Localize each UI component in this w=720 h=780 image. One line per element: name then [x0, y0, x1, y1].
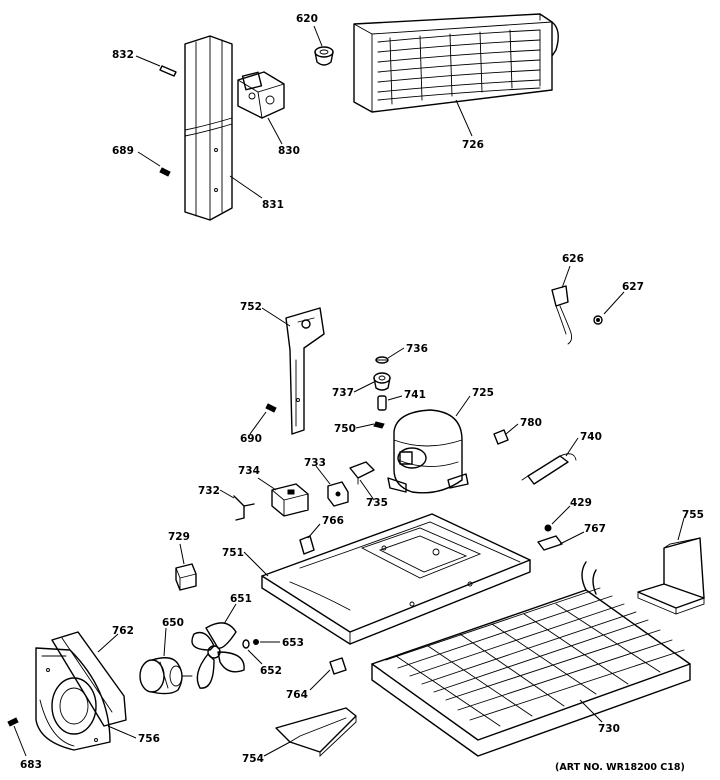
- label-832: 832: [112, 49, 134, 61]
- part-650-fan-motor: [139, 657, 193, 695]
- part-735-clip: [349, 461, 375, 485]
- part-651-fan-blade: [191, 622, 245, 689]
- label-689: 689: [112, 145, 134, 157]
- label-751: 751: [222, 547, 244, 559]
- label-726: 726: [462, 139, 484, 151]
- label-651: 651: [230, 593, 252, 605]
- label-627: 627: [622, 281, 644, 293]
- part-429-screw: [544, 524, 552, 532]
- part-766-clip: [299, 535, 315, 555]
- part-764-clip: [329, 657, 347, 675]
- part-620-grommet: [314, 46, 334, 66]
- part-726-condenser: [353, 13, 559, 113]
- part-690-screw: [265, 403, 277, 413]
- label-729: 729: [168, 531, 190, 543]
- part-750-screw: [373, 421, 385, 429]
- callout-labels: 832 620 689 830 726 831 626 627 752 736 …: [20, 13, 704, 773]
- part-751-base-plate: [261, 513, 531, 645]
- label-737: 737: [332, 387, 354, 399]
- leader-lines: [13, 25, 685, 757]
- label-429: 429: [570, 497, 592, 509]
- label-734: 734: [238, 465, 260, 477]
- part-683-screw: [7, 717, 19, 727]
- label-741: 741: [404, 389, 426, 401]
- label-683: 683: [20, 759, 42, 771]
- art-number: (ART NO. WR18200 C18): [555, 762, 685, 773]
- part-626-sensor: [551, 285, 573, 345]
- label-750: 750: [334, 423, 356, 435]
- label-653: 653: [282, 637, 304, 649]
- label-740: 740: [580, 431, 602, 443]
- part-832-screw: [159, 65, 177, 77]
- label-764: 764: [286, 689, 308, 701]
- label-735: 735: [366, 497, 388, 509]
- part-737-grommet: [373, 372, 391, 391]
- part-754-drain-trough: [275, 707, 357, 758]
- part-756-fan-shroud: [35, 647, 111, 751]
- label-620: 620: [296, 13, 318, 25]
- part-725-compressor: [387, 409, 469, 494]
- label-767: 767: [584, 523, 606, 535]
- label-762: 762: [112, 625, 134, 637]
- part-736-clip: [375, 356, 389, 364]
- label-730: 730: [598, 723, 620, 735]
- label-830: 830: [278, 145, 300, 157]
- part-729-capacitor: [175, 563, 197, 591]
- part-653-nut: [253, 639, 259, 645]
- label-626: 626: [562, 253, 584, 265]
- label-831: 831: [262, 199, 284, 211]
- label-756: 756: [138, 733, 160, 745]
- label-780: 780: [520, 417, 542, 429]
- part-831-channel-bracket: [184, 35, 233, 221]
- part-627-screw: [593, 315, 603, 325]
- part-752-compressor-bracket: [285, 307, 325, 435]
- part-767-clip: [537, 535, 563, 551]
- label-766: 766: [322, 515, 344, 527]
- label-732: 732: [198, 485, 220, 497]
- part-734-capacitor: [271, 483, 309, 517]
- part-762-gasket: [51, 631, 127, 727]
- part-733-relay: [327, 481, 349, 507]
- part-732-bracket: [233, 495, 255, 521]
- label-754: 754: [242, 753, 264, 765]
- part-652-washer: [242, 639, 250, 649]
- part-780-clip: [493, 429, 509, 445]
- label-650: 650: [162, 617, 184, 629]
- label-733: 733: [304, 457, 326, 469]
- part-740-drier-tube: [521, 453, 577, 485]
- label-652: 652: [260, 665, 282, 677]
- label-755: 755: [682, 509, 704, 521]
- part-689-screw: [159, 167, 171, 177]
- part-755-bracket: [637, 537, 705, 615]
- part-741-sleeve: [377, 395, 387, 411]
- part-830-relay: [237, 71, 285, 119]
- label-690: 690: [240, 433, 262, 445]
- label-725: 725: [472, 387, 494, 399]
- label-736: 736: [406, 343, 428, 355]
- part-730-evaporator: [371, 561, 691, 757]
- label-752: 752: [240, 301, 262, 313]
